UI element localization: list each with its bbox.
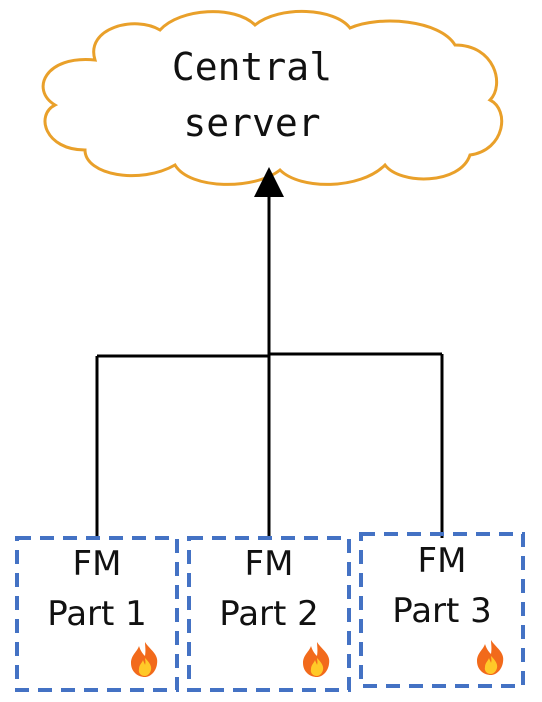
cloud-outline: [41, 9, 504, 186]
fm-part2-box: FM Part 2: [187, 536, 351, 692]
part3-label-line2: Part 3: [392, 591, 492, 631]
part2-label-line2: Part 2: [219, 594, 319, 634]
fm-part1-box: FM Part 1: [15, 536, 179, 692]
connector-lines: [95, 167, 444, 538]
part2-dashed-border: [187, 536, 351, 692]
fm-part3-box: FM Part 3: [359, 532, 525, 688]
part1-label-line2: Part 1: [47, 594, 147, 634]
central-server-cloud: Central server: [41, 9, 504, 186]
part3-dashed-border: [359, 532, 525, 688]
part1-label-line1: FM: [73, 544, 122, 584]
part1-dashed-border: [15, 536, 179, 692]
part3-label-line1: FM: [418, 541, 467, 581]
server-label-line2: server: [183, 101, 320, 145]
part2-label-line1: FM: [245, 544, 294, 584]
server-label-line1: Central: [172, 45, 332, 89]
fire-icon: [477, 640, 504, 675]
fire-icon: [303, 642, 330, 677]
fire-icon: [131, 642, 158, 677]
